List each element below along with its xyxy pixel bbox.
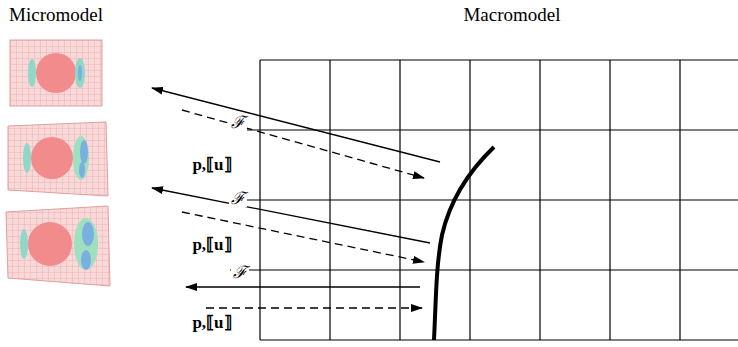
crack (434, 147, 494, 340)
exchange-arrows (152, 88, 440, 308)
jump-label: p,⟦u⟧ (190, 236, 233, 253)
micro-cells (6, 40, 110, 286)
panel-title: Macromodel (461, 5, 562, 24)
jump-label: p,⟦u⟧ (190, 314, 233, 331)
flux-label: ℱ (229, 190, 247, 207)
flux-label: ℱ (231, 264, 249, 281)
panel-title: Micromodel (7, 5, 105, 24)
jump-label: p,⟦u⟧ (190, 156, 233, 173)
flux-label: ℱ (229, 114, 247, 131)
macro-grid (230, 60, 738, 340)
